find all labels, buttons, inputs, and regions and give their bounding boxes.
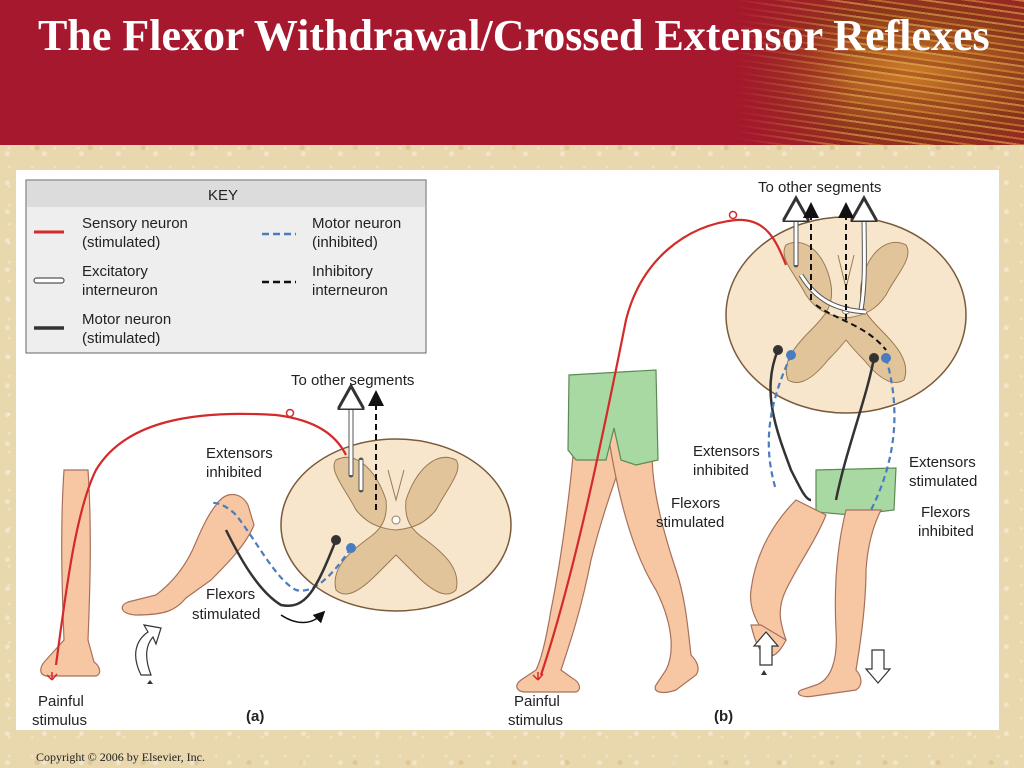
key-inhibitory-sublabel: interneuron	[312, 282, 388, 299]
key-excitatory-sublabel: interneuron	[82, 282, 158, 299]
flexors-inhibited-b-line2: inhibited	[918, 523, 974, 540]
flexors-stimulated-a-line1: Flexors	[206, 586, 255, 603]
sensory-neuron-a	[54, 412, 347, 666]
header-decorative-image	[734, 0, 1024, 145]
motor-neuron-body-b2	[786, 350, 796, 360]
motor-neuron-stimulated-a	[224, 529, 338, 607]
painful-stimulus-a-line2: stimulus	[32, 712, 87, 729]
extensors-inhibited-a-line2: inhibited	[206, 464, 262, 481]
flex-rotation-arrow-a	[280, 610, 326, 624]
excitatory-interneuron-b-right	[861, 210, 864, 311]
panel-a-label: (a)	[246, 708, 264, 725]
extensors-stimulated-b-line1: Extensors	[909, 454, 976, 471]
sensory-neuron-b	[539, 218, 788, 676]
withdraw-arrow-a	[135, 624, 162, 676]
painful-stimulus-a-line1: Painful	[38, 693, 84, 710]
key-motor-stimulated-sublabel: (stimulated)	[82, 330, 160, 347]
copyright-notice: Copyright © 2006 by Elsevier, Inc.	[36, 750, 205, 764]
sensory-ganglion-b	[728, 210, 738, 220]
sensory-ganglion-a	[285, 408, 295, 418]
motor-neuron-body-b3	[869, 353, 879, 363]
down-arrow-b	[864, 649, 892, 684]
motor-neuron-inhibited-b-left	[767, 354, 793, 491]
key-motor-inhibited-label: Motor neuron	[312, 215, 401, 232]
extensors-inhibited-a-line1: Extensors	[206, 445, 273, 462]
motor-neuron-body-b1	[773, 345, 783, 355]
right-legs-b	[749, 467, 897, 698]
pain-marker-a	[46, 672, 58, 681]
pain-marker-b	[532, 672, 544, 681]
key-motor-inhibited-sublabel: (inhibited)	[312, 234, 378, 251]
motor-neuron-stimulated-b-left	[769, 349, 812, 502]
slide-title: The Flexor Withdrawal/Crossed Extensor R…	[38, 11, 990, 60]
extensors-inhibited-b-line2: inhibited	[693, 462, 749, 479]
bent-leg-a	[121, 493, 255, 616]
panel-b: To other segments Extensors inhibited Fl…	[508, 179, 977, 729]
key-box: KEY Sensory neuron (stimulated) Excitato…	[25, 179, 427, 354]
key-title: KEY	[208, 187, 238, 204]
left-leg-b	[516, 369, 699, 694]
up-arrow-b	[752, 631, 780, 666]
to-other-segments-a: To other segments	[291, 372, 414, 389]
shorts-right-b	[815, 467, 897, 516]
motor-neuron-stimulated-b-right	[834, 357, 876, 501]
key-sensory-label: Sensory neuron	[82, 215, 188, 232]
flexors-inhibited-b-line1: Flexors	[921, 504, 970, 521]
reflex-diagram: KEY Sensory neuron (stimulated) Excitato…	[16, 170, 999, 730]
painful-stimulus-b-line2: stimulus	[508, 712, 563, 729]
panel-b-label: (b)	[714, 708, 733, 725]
key-excitatory-line	[33, 277, 65, 284]
motor-neuron-body-stim-a	[331, 535, 341, 545]
slide-header: The Flexor Withdrawal/Crossed Extensor R…	[0, 0, 1024, 145]
flexors-stimulated-b-line2: stimulated	[656, 514, 724, 531]
to-other-segments-b: To other segments	[758, 179, 881, 196]
diagram-svg: KEY Sensory neuron (stimulated) Excitato…	[25, 179, 977, 729]
motor-neuron-inhibited-a	[210, 501, 352, 592]
motor-neuron-body-inhib-a	[346, 543, 356, 553]
spinal-cord-a	[280, 438, 512, 612]
flexors-stimulated-a-line2: stimulated	[192, 606, 260, 623]
flexors-stimulated-b-line1: Flexors	[671, 495, 720, 512]
key-sensory-sublabel: (stimulated)	[82, 234, 160, 251]
key-motor-stimulated-label: Motor neuron	[82, 311, 171, 328]
extensors-inhibited-b-line1: Extensors	[693, 443, 760, 460]
extensors-stimulated-b-line2: stimulated	[909, 473, 977, 490]
painful-stimulus-b-line1: Painful	[514, 693, 560, 710]
panel-a: To other segments Extensors inhibited Fl…	[32, 372, 512, 729]
motor-neuron-body-b4	[881, 353, 891, 363]
key-inhibitory-label: Inhibitory	[312, 263, 373, 280]
shorts-left-b	[567, 369, 659, 466]
key-excitatory-label: Excitatory	[82, 263, 148, 280]
